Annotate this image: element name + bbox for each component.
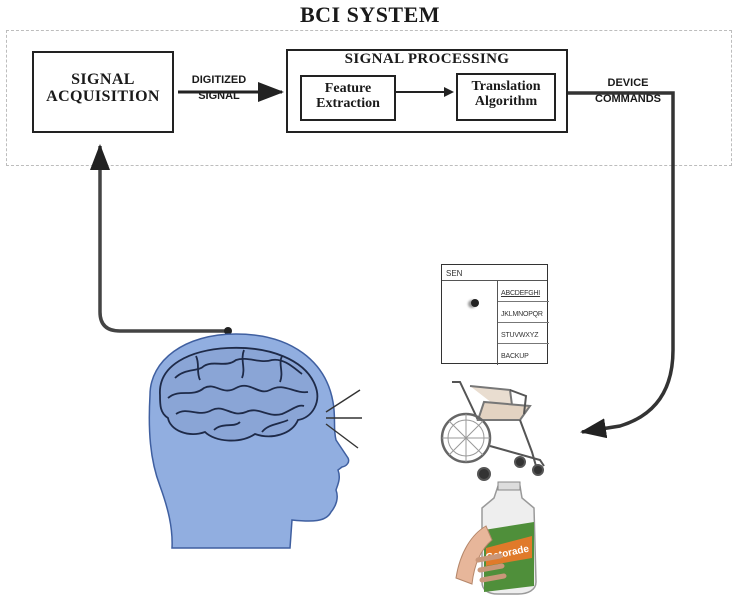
digitized-signal-line1: DIGITIZED xyxy=(191,74,247,86)
device-commands-label: DEVICE COMMANDS xyxy=(585,76,671,108)
signal-processing-box: SIGNAL PROCESSING Feature Extraction Tra… xyxy=(286,49,568,133)
signal-acquisition-box: SIGNAL ACQUISITION xyxy=(32,51,174,133)
speller-header: SEN xyxy=(442,265,547,281)
brain-icon xyxy=(159,346,319,442)
feature-extraction-line2: Extraction xyxy=(316,95,380,111)
speller-title: SEN xyxy=(446,269,463,278)
brain-to-acquisition-arrow xyxy=(90,144,230,356)
signal-acquisition-label-line1: SIGNAL xyxy=(71,71,135,88)
head-silhouette-icon xyxy=(148,333,362,549)
device-commands-line2: COMMANDS xyxy=(595,92,661,105)
speller-cursor xyxy=(471,299,479,307)
diagram-title: BCI SYSTEM xyxy=(299,2,441,27)
device-commands-arrow xyxy=(568,91,675,439)
sensory-lines-icon xyxy=(325,389,362,449)
translation-algorithm-line1: Translation xyxy=(471,79,541,94)
translation-algorithm-line2: Algorithm xyxy=(474,93,538,109)
feature-extraction-line1: Feature xyxy=(324,81,372,96)
speller-option: BACKUP xyxy=(501,353,529,360)
feature-extraction-box: Feature Extraction xyxy=(300,75,396,121)
signal-processing-label: SIGNAL PROCESSING xyxy=(344,51,510,67)
speller-option: STUVWXYZ xyxy=(498,323,549,344)
bci-system-frame xyxy=(6,30,732,166)
wheelchair-icon xyxy=(440,381,545,481)
device-commands-line1: DEVICE xyxy=(607,77,649,89)
speller-option: JKLMNOPQR xyxy=(498,302,549,323)
speller-options: ABCDEFGHI JKLMNOPQR STUVWXYZ BACKUP xyxy=(497,281,549,365)
signal-acquisition-label-line2: ACQUISITION xyxy=(46,87,160,105)
translation-algorithm-box: Translation Algorithm xyxy=(456,73,556,121)
speller-screen-icon: SEN ABCDEFGHI JKLMNOPQR STUVWXYZ BACKUP xyxy=(441,264,549,365)
speller-option: ABCDEFGHI xyxy=(498,281,549,302)
bottle-in-hand-icon: Gatorade xyxy=(455,481,537,595)
electrode-dot xyxy=(224,327,232,335)
